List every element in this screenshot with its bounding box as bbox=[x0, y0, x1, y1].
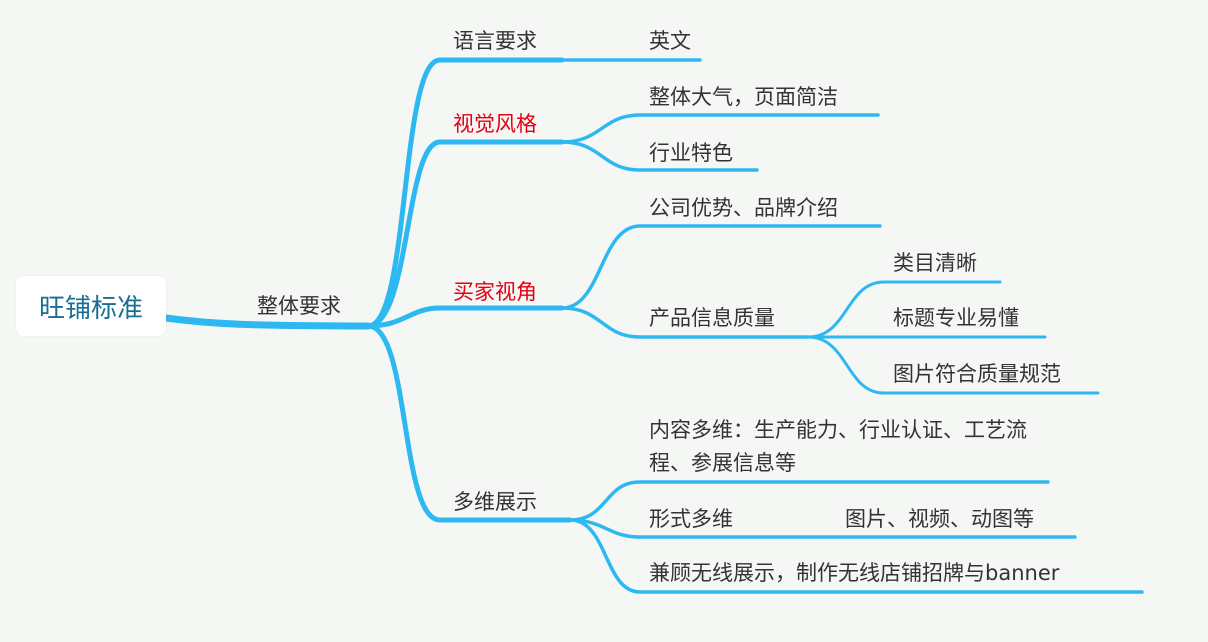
leaf-industry-feature[interactable]: 行业特色 bbox=[649, 141, 733, 165]
edge-level1-buyer bbox=[365, 305, 565, 329]
edge-root-level1 bbox=[162, 314, 372, 330]
edge-multi-mobile bbox=[568, 518, 1144, 594]
leaf-company-advantage[interactable]: 公司优势、品牌介绍 bbox=[649, 196, 838, 220]
edge-level1-visual bbox=[365, 139, 565, 329]
edge-level1-multi bbox=[365, 323, 573, 523]
level1-node[interactable]: 整体要求 bbox=[257, 294, 341, 318]
leaf-category-clear[interactable]: 类目清晰 bbox=[893, 251, 977, 275]
leaf-image-standard[interactable]: 图片符合质量规范 bbox=[893, 362, 1061, 386]
edge-product-category bbox=[806, 280, 1002, 339]
branch-language[interactable]: 语言要求 bbox=[453, 29, 537, 53]
edge-buyer-product bbox=[560, 306, 810, 339]
branch-visual-style[interactable]: 视觉风格 bbox=[453, 112, 537, 136]
leaf-content-multi[interactable]: 内容多维：生产能力、行业认证、工艺流程、参展信息等 bbox=[649, 418, 1027, 475]
leaf-english[interactable]: 英文 bbox=[649, 29, 691, 53]
leaf-title-professional[interactable]: 标题专业易懂 bbox=[893, 306, 1019, 330]
edge-buyer-company bbox=[560, 224, 882, 310]
leaf-mobile-display[interactable]: 兼顾无线展示，制作无线店铺招牌与banner bbox=[649, 561, 1060, 585]
edge-product-image bbox=[806, 335, 1100, 395]
branch-buyer-view[interactable]: 买家视角 bbox=[453, 280, 537, 304]
branch-multi-display[interactable]: 多维展示 bbox=[453, 490, 537, 514]
leaf-product-quality[interactable]: 产品信息质量 bbox=[649, 306, 775, 330]
leaf-form-detail[interactable]: 图片、视频、动图等 bbox=[845, 507, 1034, 531]
edge-visual-clean bbox=[560, 113, 880, 144]
root-node[interactable]: 旺铺标准 bbox=[16, 276, 166, 336]
edge-level1-language bbox=[365, 57, 565, 329]
edge-multi-content bbox=[568, 480, 1050, 522]
leaf-form-multi[interactable]: 形式多维 bbox=[649, 507, 733, 531]
edge-visual-industry bbox=[560, 140, 759, 172]
leaf-overall-clean[interactable]: 整体大气，页面简洁 bbox=[649, 85, 838, 109]
